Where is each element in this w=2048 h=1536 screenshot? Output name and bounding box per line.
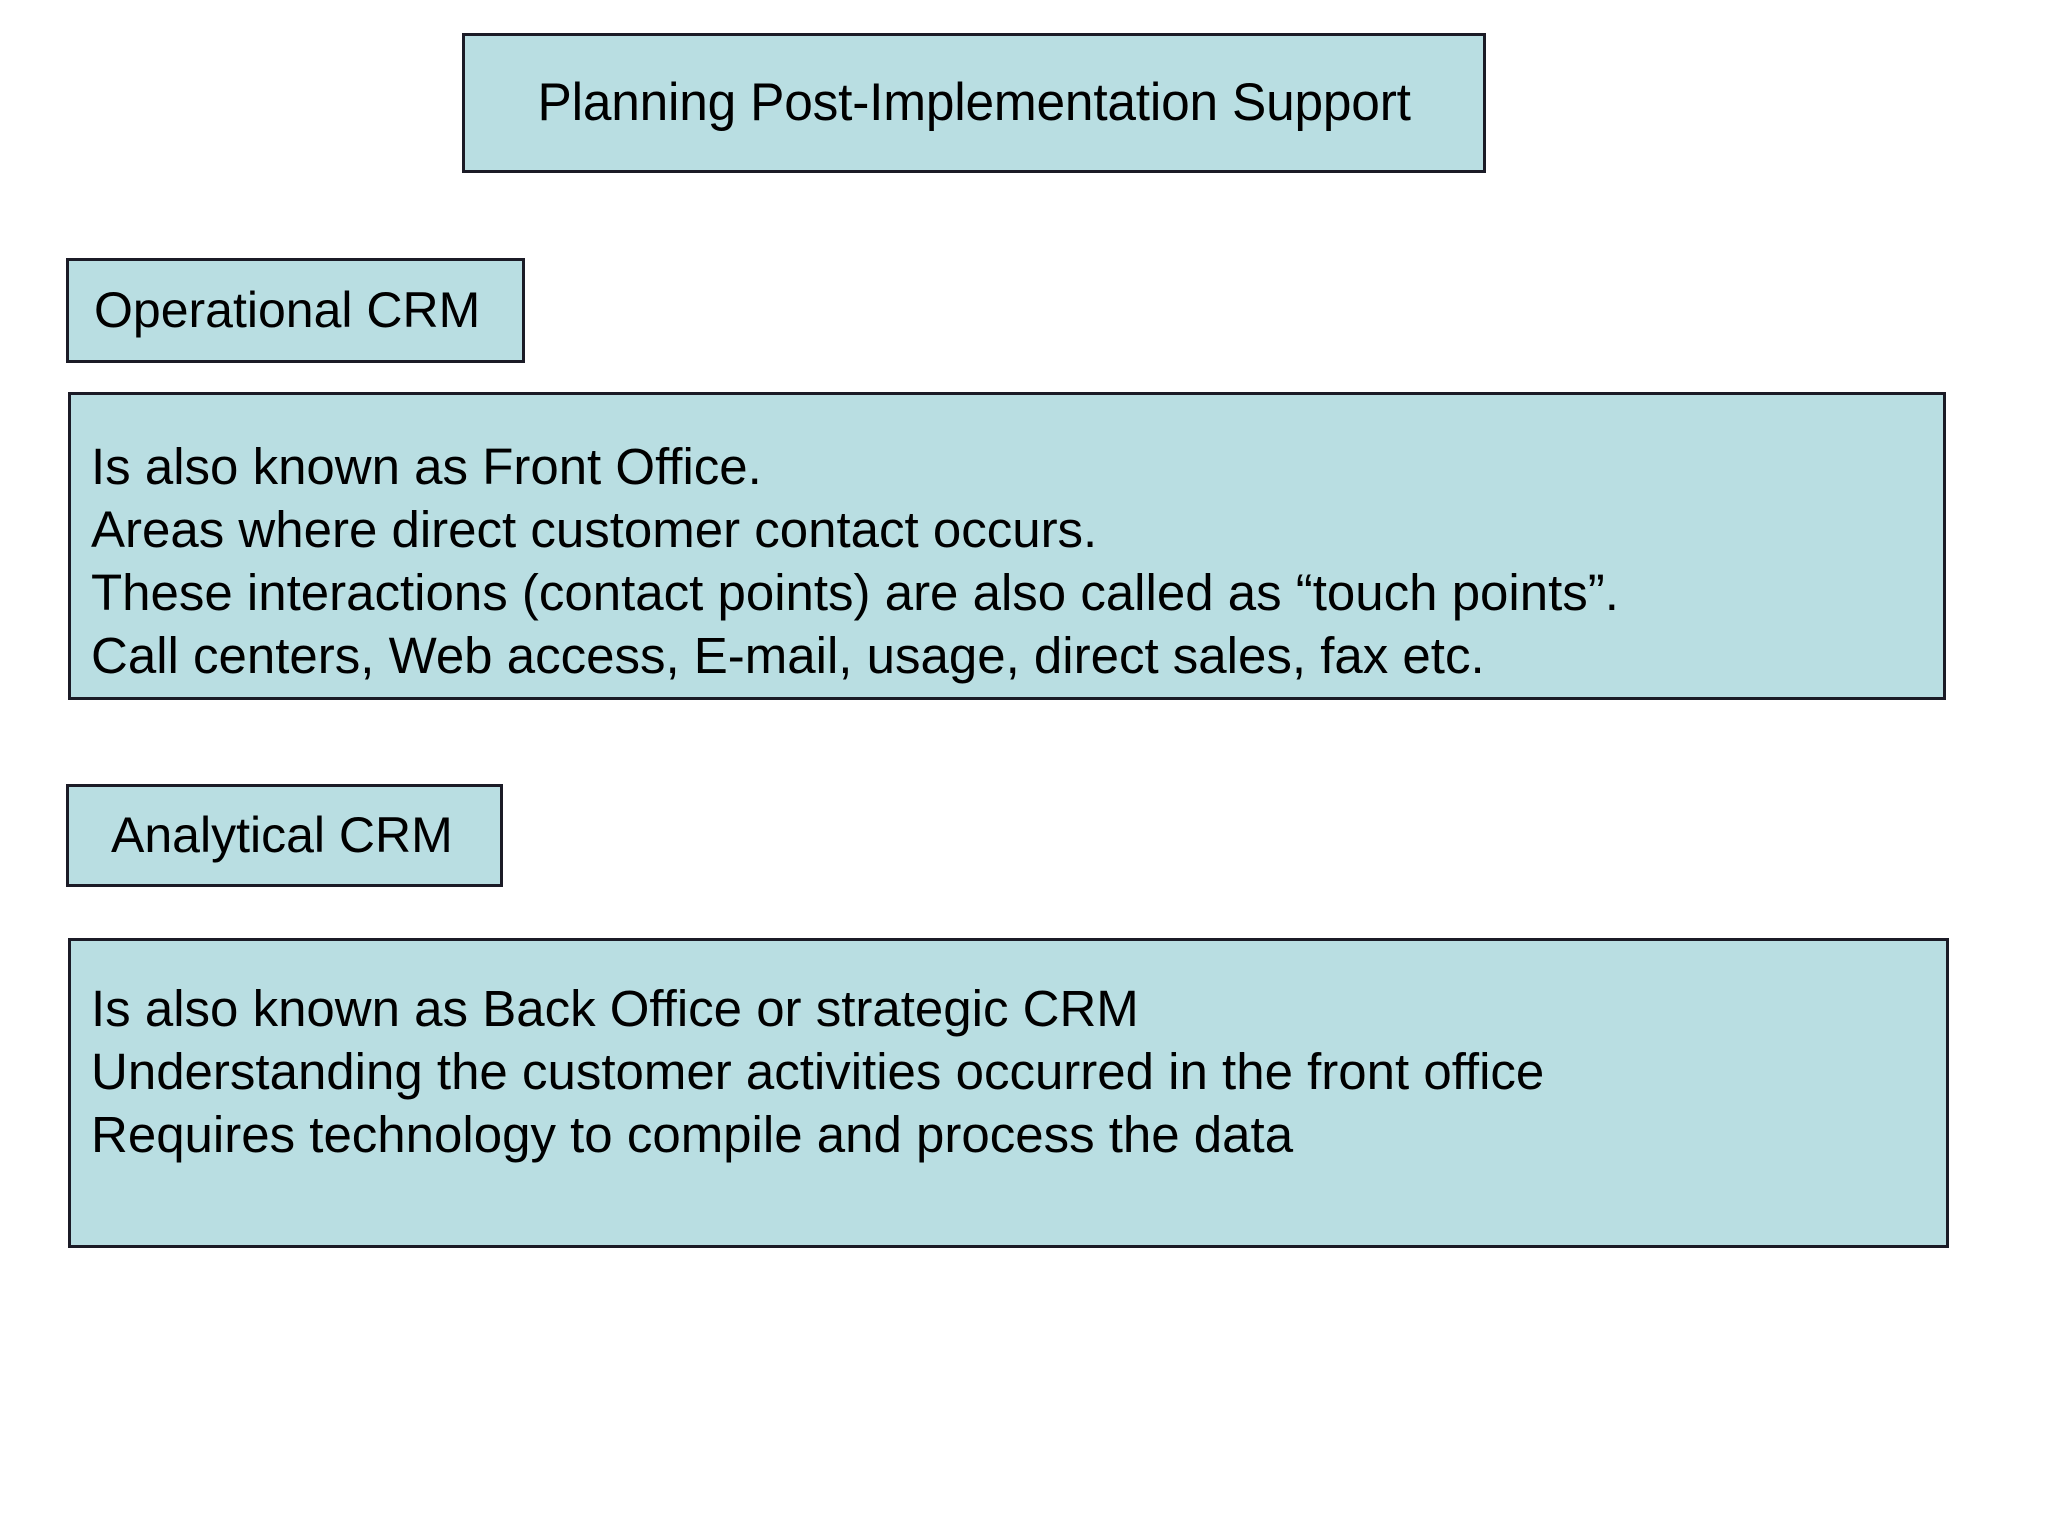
- section-label-box-analytical-crm: Analytical CRM: [66, 784, 503, 887]
- content-line: Is also known as Front Office.: [91, 438, 762, 495]
- section-content-box-operational-crm: Is also known as Front Office. Areas whe…: [68, 392, 1946, 700]
- content-line: Areas where direct customer contact occu…: [91, 501, 1098, 558]
- section-content-box-analytical-crm: Is also known as Back Office or strategi…: [68, 938, 1949, 1248]
- slide-title-box: Planning Post-Implementation Support: [462, 33, 1486, 173]
- content-line: These interactions (contact points) are …: [91, 564, 1619, 621]
- content-line: Understanding the customer activities oc…: [91, 1043, 1545, 1100]
- content-line: Is also known as Back Office or strategi…: [91, 980, 1139, 1037]
- section-label-operational-crm: Operational CRM: [94, 282, 481, 339]
- section-label-box-operational-crm: Operational CRM: [66, 258, 525, 363]
- section-label-analytical-crm: Analytical CRM: [111, 807, 453, 864]
- content-line: Call centers, Web access, E-mail, usage,…: [91, 627, 1485, 684]
- page-title: Planning Post-Implementation Support: [537, 73, 1411, 133]
- content-line: Requires technology to compile and proce…: [91, 1106, 1294, 1163]
